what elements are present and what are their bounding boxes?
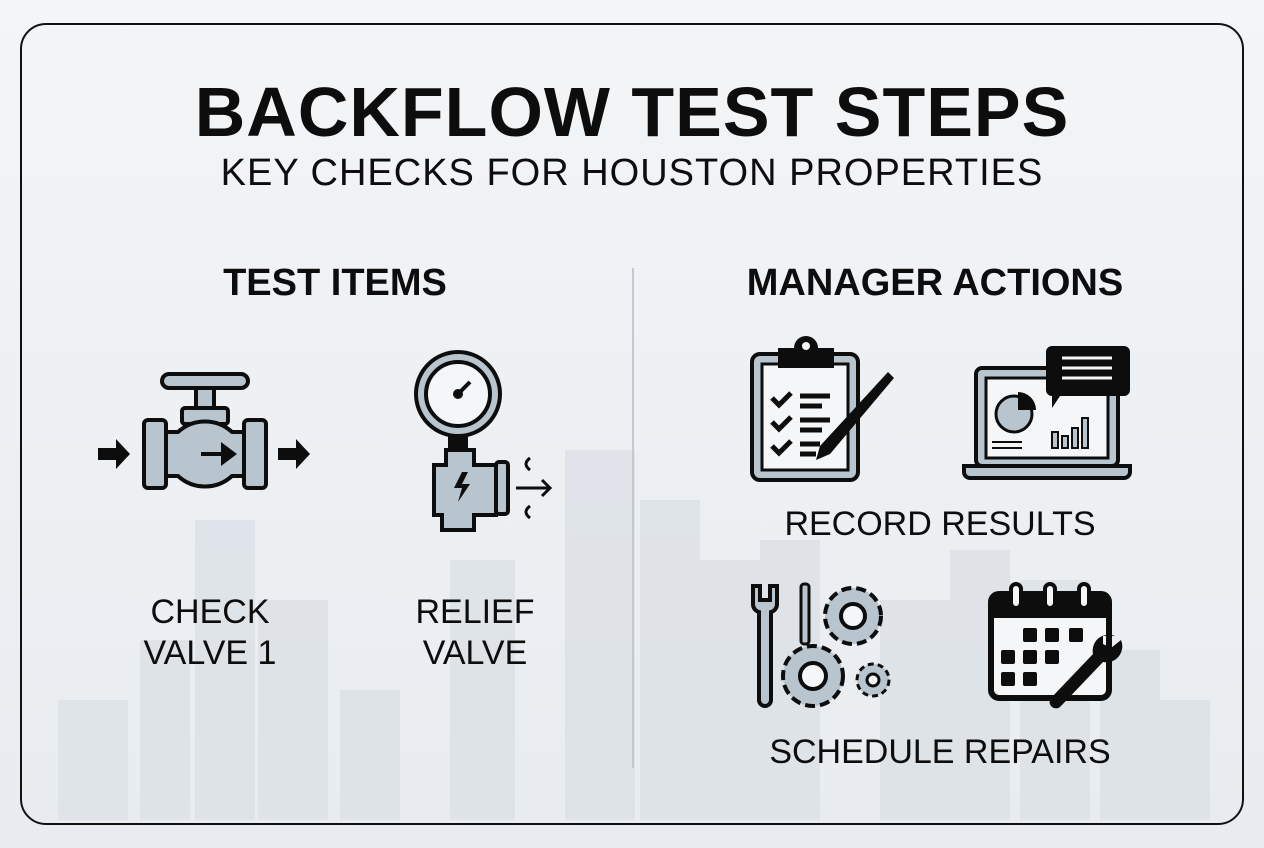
page-subtitle: KEY CHECKS FOR HOUSTON PROPERTIES — [220, 152, 1044, 194]
record-results-label: RECORD RESULTS — [784, 505, 1096, 543]
schedule-repairs-label: SCHEDULE REPAIRS — [769, 733, 1111, 771]
relief-valve-label: RELIEF VALVE — [415, 593, 535, 672]
calendar-wrench-icon — [988, 582, 1123, 709]
check-valve-label: CHECK VALVE 1 — [143, 593, 277, 672]
test-items-heading: TEST ITEMS — [223, 262, 447, 304]
clipboard-checklist-icon — [750, 336, 894, 482]
frame-border — [20, 23, 1244, 825]
pressure-gauge-valve-icon — [414, 350, 553, 532]
section-divider — [632, 268, 634, 768]
valve-icon — [98, 372, 310, 490]
laptop-report-icon — [962, 346, 1132, 480]
tools-gears-icon — [751, 582, 891, 708]
page-title: BACKFLOW TEST STEPS — [194, 73, 1070, 151]
manager-actions-heading: MANAGER ACTIONS — [746, 262, 1124, 304]
